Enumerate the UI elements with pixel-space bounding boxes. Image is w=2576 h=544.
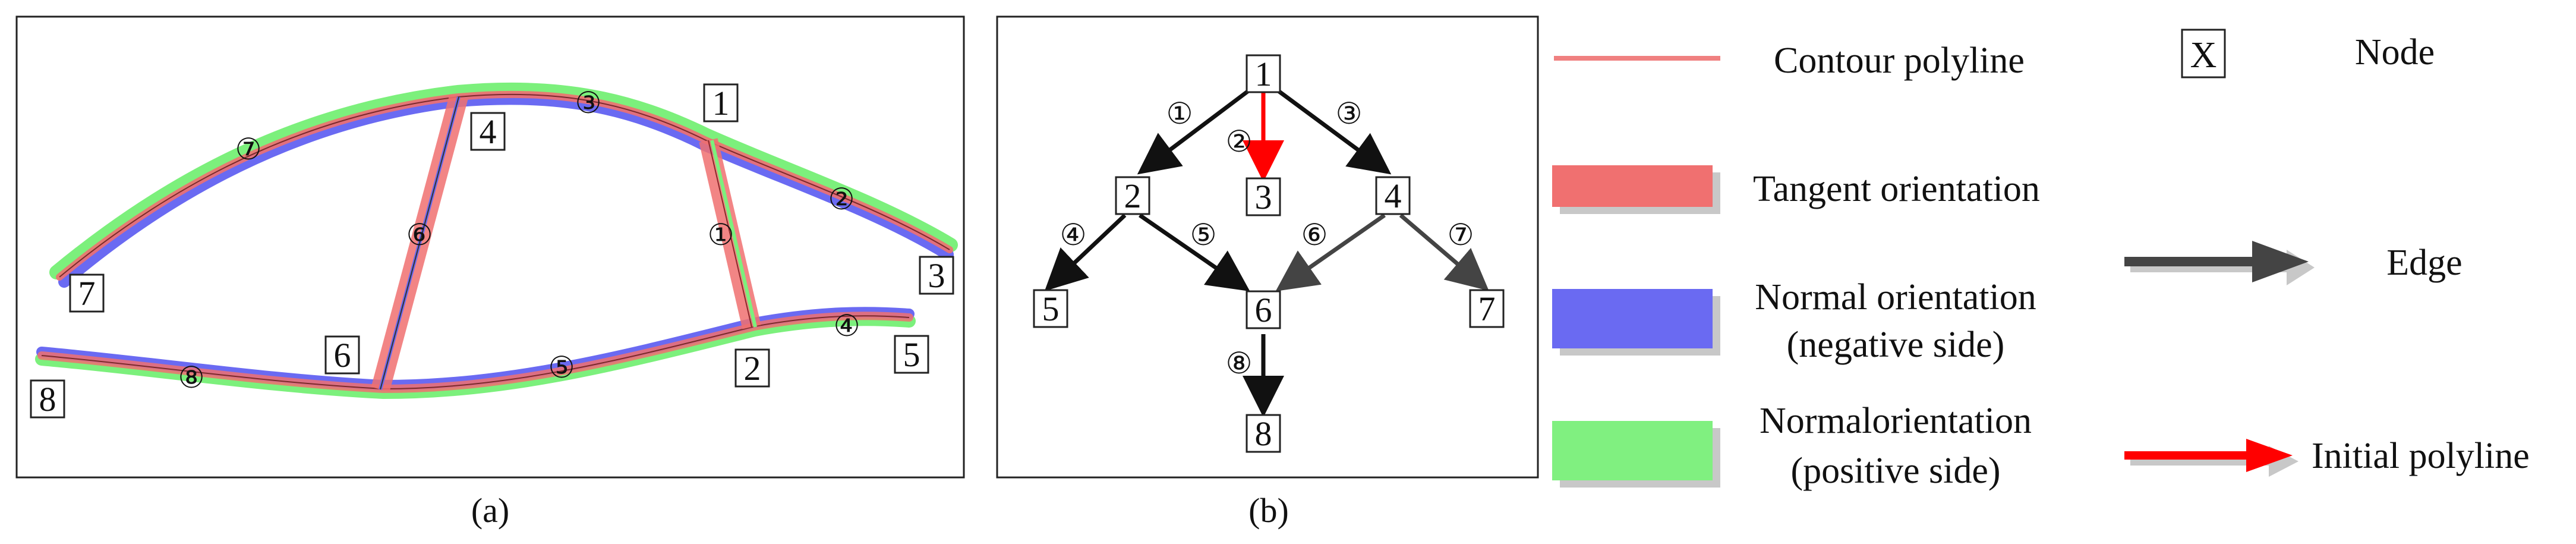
- a-node-3: 3: [919, 256, 954, 295]
- a-node-1: 1: [703, 83, 739, 122]
- b-edge-7: ⑦: [1448, 218, 1474, 251]
- b-edge-1: ①: [1166, 97, 1193, 130]
- a-node-7: 7: [69, 273, 105, 313]
- b-node-4: 4: [1375, 176, 1411, 215]
- panel-a-caption: (a): [471, 491, 509, 530]
- a-edge-2: ②: [828, 183, 855, 216]
- svg-text:8: 8: [1255, 414, 1272, 453]
- a-node-2: 2: [734, 348, 770, 388]
- legend-pos-swatch: [1552, 421, 1713, 480]
- legend-contour-label: Contour polyline: [1774, 40, 2025, 81]
- b-node-5: 5: [1033, 289, 1068, 328]
- a-node-4: 4: [470, 112, 506, 151]
- b-edge-line-7: [1399, 213, 1489, 291]
- strut-1-normal: [710, 140, 757, 328]
- b-node-8: 8: [1246, 414, 1281, 453]
- legend-edge-label: Edge: [2386, 243, 2462, 283]
- svg-text:6: 6: [334, 336, 351, 375]
- svg-text:1: 1: [712, 84, 730, 122]
- panel-b-caption: (b): [1248, 491, 1289, 530]
- upper-contour: [59, 93, 950, 278]
- strut-1-contour: [708, 140, 752, 328]
- b-edge-6: ⑥: [1301, 218, 1328, 251]
- b-edge-4: ④: [1060, 218, 1087, 251]
- b-edge-line-4: [1044, 213, 1127, 291]
- a-node-8: 8: [30, 379, 65, 419]
- b-node-1: 1: [1246, 54, 1281, 93]
- a-edge-8: ⑧: [178, 361, 205, 394]
- svg-text:2: 2: [744, 349, 761, 388]
- legend-node-label: Node: [2355, 32, 2435, 73]
- legend-pos-label-1: Normalorientation: [1760, 401, 2032, 441]
- upper-negative-normal: [58, 93, 954, 288]
- b-edge-3: ③: [1336, 97, 1363, 130]
- a-edge-1: ①: [708, 218, 734, 251]
- svg-text:2: 2: [1124, 177, 1142, 215]
- panel-a: 1 2 3 4 5 6 7 8 ① ②: [15, 15, 965, 530]
- legend-tangent-swatch: [1552, 165, 1713, 207]
- legend-edge-head: [2252, 241, 2309, 282]
- legend-initial-head: [2246, 439, 2293, 472]
- svg-text:4: 4: [480, 112, 497, 151]
- panel-b: 1 2 3 4 5 6 7 8 ① ②: [996, 15, 1539, 530]
- svg-text:3: 3: [1255, 178, 1272, 216]
- b-edge-line-5: [1139, 213, 1250, 291]
- svg-text:1: 1: [1255, 55, 1272, 93]
- a-edge-6: ⑥: [406, 218, 433, 251]
- b-edge-line-6: [1275, 213, 1386, 292]
- a-node-5: 5: [894, 335, 929, 374]
- legend-neg-label-2: (negative side): [1787, 325, 2005, 365]
- legend-neg-swatch: [1552, 289, 1713, 348]
- svg-text:8: 8: [39, 380, 56, 419]
- b-edge-line-3: [1276, 89, 1392, 175]
- legend-node-swatch: X: [2181, 29, 2226, 78]
- b-node-7: 7: [1469, 289, 1505, 328]
- svg-text:5: 5: [903, 335, 920, 374]
- b-node-2: 2: [1115, 176, 1150, 215]
- b-edge-line-1: [1137, 89, 1251, 175]
- b-node-3: 3: [1246, 177, 1281, 216]
- svg-text:3: 3: [928, 256, 945, 295]
- svg-text:7: 7: [1478, 290, 1496, 328]
- upper-positive-normal: [49, 82, 958, 279]
- svg-text:6: 6: [1255, 291, 1272, 329]
- b-edge-2: ②: [1226, 125, 1253, 158]
- lower-contour: [41, 315, 910, 390]
- legend-tangent-label: Tangent orientation: [1753, 169, 2040, 209]
- a-edge-5: ⑤: [548, 351, 575, 384]
- legend-initial-label: Initial polyline: [2312, 436, 2530, 476]
- a-edge-4: ④: [834, 309, 860, 342]
- a-edge-3: ③: [575, 86, 602, 120]
- strut-6-contour: [380, 96, 459, 390]
- svg-text:X: X: [2190, 35, 2217, 76]
- svg-text:7: 7: [78, 274, 96, 313]
- svg-text:4: 4: [1385, 177, 1402, 215]
- a-node-6: 6: [324, 335, 360, 375]
- b-edge-8: ⑧: [1226, 347, 1253, 380]
- legend-neg-label-1: Normal orientation: [1755, 277, 2036, 317]
- svg-text:5: 5: [1042, 290, 1060, 328]
- legend: Contour polyline Tangent orientation Nor…: [1552, 29, 2530, 491]
- b-edge-5: ⑤: [1190, 218, 1217, 251]
- legend-pos-label-2: (positive side): [1791, 451, 2001, 491]
- b-node-6: 6: [1246, 290, 1281, 329]
- a-edge-7: ⑦: [235, 133, 262, 166]
